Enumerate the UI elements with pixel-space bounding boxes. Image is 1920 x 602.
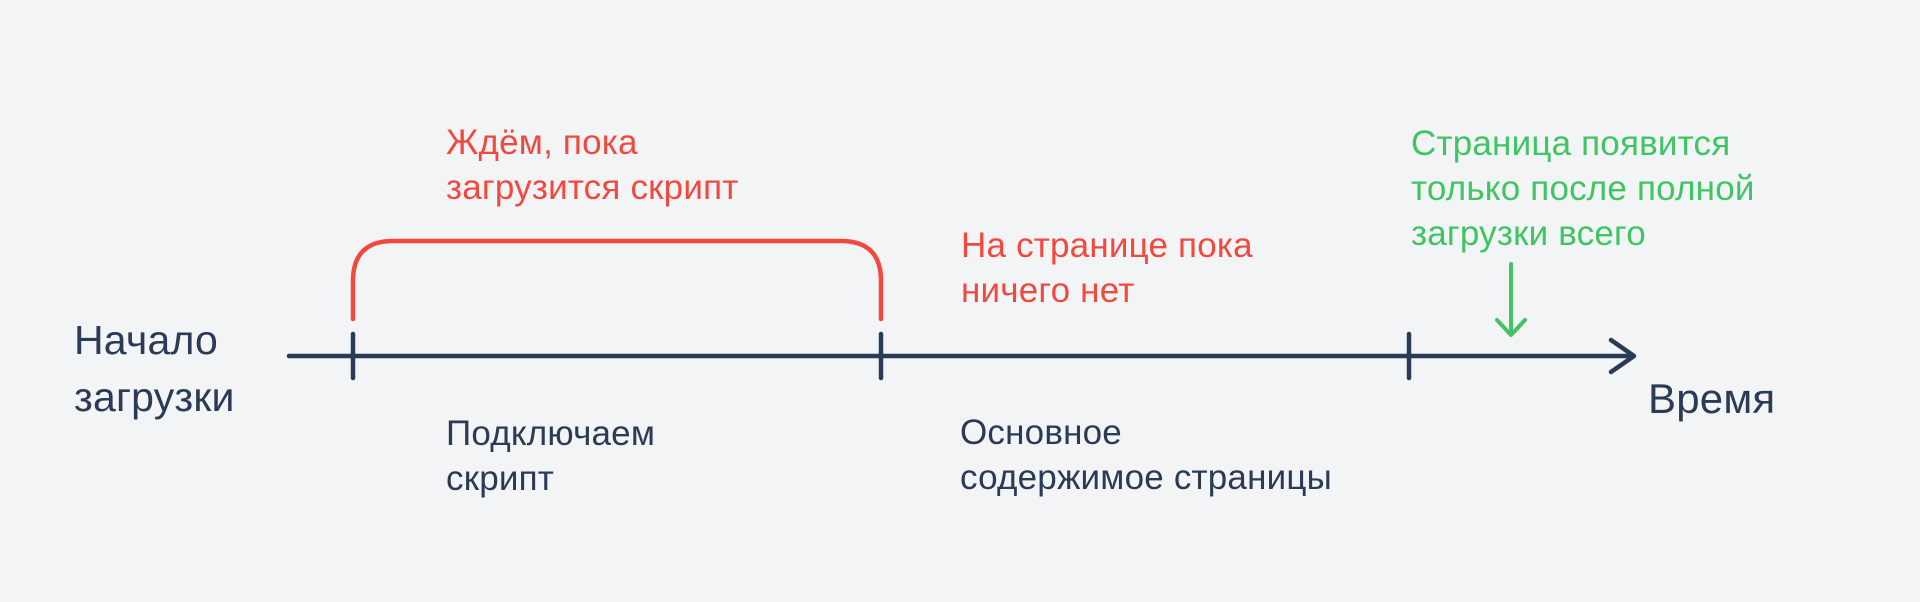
- timeline-ticks: [350, 331, 1412, 381]
- label-time-axis: Время: [1648, 375, 1776, 422]
- annotation-page-empty: На странице пока ничего нет: [961, 226, 1253, 310]
- segment-label-connect-script: Подключаем скрипт: [446, 414, 656, 498]
- arrowhead-icon: [1608, 337, 1637, 375]
- annotation-page-appears: Страница появится только после полной за…: [1411, 124, 1755, 253]
- down-arrow-icon: [1495, 262, 1527, 337]
- annotation-wait-for-script: Ждём, пока загрузится скрипт: [446, 123, 739, 207]
- timeline-axis: [286, 337, 1637, 375]
- label-loading-start: Начало загрузки: [74, 317, 235, 420]
- wait-bracket: [350, 238, 884, 322]
- segment-label-main-content: Основное содержимое страницы: [960, 413, 1332, 497]
